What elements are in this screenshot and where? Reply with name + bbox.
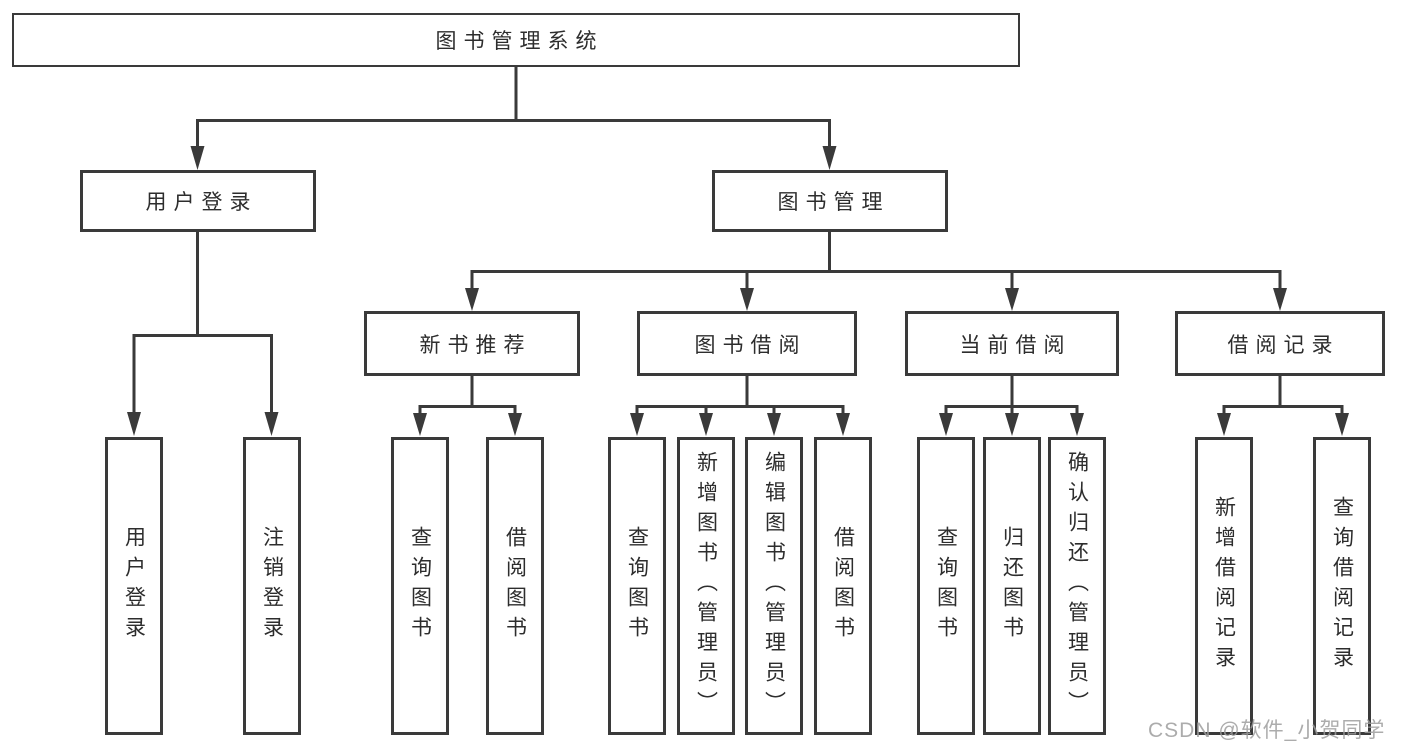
leaf-logout: 注销登录	[243, 437, 301, 735]
node-book-borrow: 图书借阅	[637, 311, 857, 376]
node-new-book-recommend: 新书推荐	[364, 311, 580, 376]
leaf-confirm-return-admin: 确认归还（管理员）	[1048, 437, 1106, 735]
leaf-add-book-admin: 新增图书（管理员）	[677, 437, 735, 735]
node-label: 图书管理	[777, 191, 890, 214]
node-label: 图书管理系统	[435, 30, 604, 53]
node-label: 新增图书（管理员）	[694, 451, 718, 721]
node-label: 查询图书	[408, 526, 432, 646]
leaf-borrow-book-2: 借阅图书	[814, 437, 872, 735]
leaf-edit-book-admin: 编辑图书（管理员）	[745, 437, 803, 735]
node-label: 查询图书	[625, 526, 649, 646]
node-root-system: 图书管理系统	[12, 13, 1020, 67]
leaf-add-borrow-record: 新增借阅记录	[1195, 437, 1253, 735]
leaf-query-borrow-record: 查询借阅记录	[1313, 437, 1371, 735]
leaf-query-book-3: 查询图书	[917, 437, 975, 735]
node-label: 确认归还（管理员）	[1065, 451, 1089, 721]
node-label: 图书借阅	[694, 333, 807, 357]
leaf-query-book-1: 查询图书	[391, 437, 449, 735]
node-label: 借阅图书	[503, 526, 527, 646]
node-label: 注销登录	[260, 526, 284, 646]
leaf-query-book-2: 查询图书	[608, 437, 666, 735]
node-label: 编辑图书（管理员）	[762, 451, 786, 721]
node-label: 借阅记录	[1227, 333, 1340, 357]
csdn-watermark: CSDN @软件_小贺同学	[1148, 719, 1386, 742]
node-label: 借阅图书	[831, 526, 855, 646]
leaf-return-book: 归还图书	[983, 437, 1041, 735]
leaf-borrow-book-1: 借阅图书	[486, 437, 544, 735]
node-borrow-records: 借阅记录	[1175, 311, 1385, 376]
node-label: 查询图书	[934, 526, 958, 646]
node-label: 当前借阅	[959, 333, 1072, 357]
node-label: 新增借阅记录	[1212, 496, 1236, 676]
node-label: 查询借阅记录	[1330, 496, 1354, 676]
node-book-management: 图书管理	[712, 170, 948, 232]
node-label: 归还图书	[1000, 526, 1024, 646]
node-label: 用户登录	[145, 191, 258, 214]
node-user-login: 用户登录	[80, 170, 316, 232]
node-label: 用户登录	[122, 526, 146, 646]
node-label: 新书推荐	[419, 333, 532, 357]
node-current-borrow: 当前借阅	[905, 311, 1119, 376]
leaf-user-login: 用户登录	[105, 437, 163, 735]
